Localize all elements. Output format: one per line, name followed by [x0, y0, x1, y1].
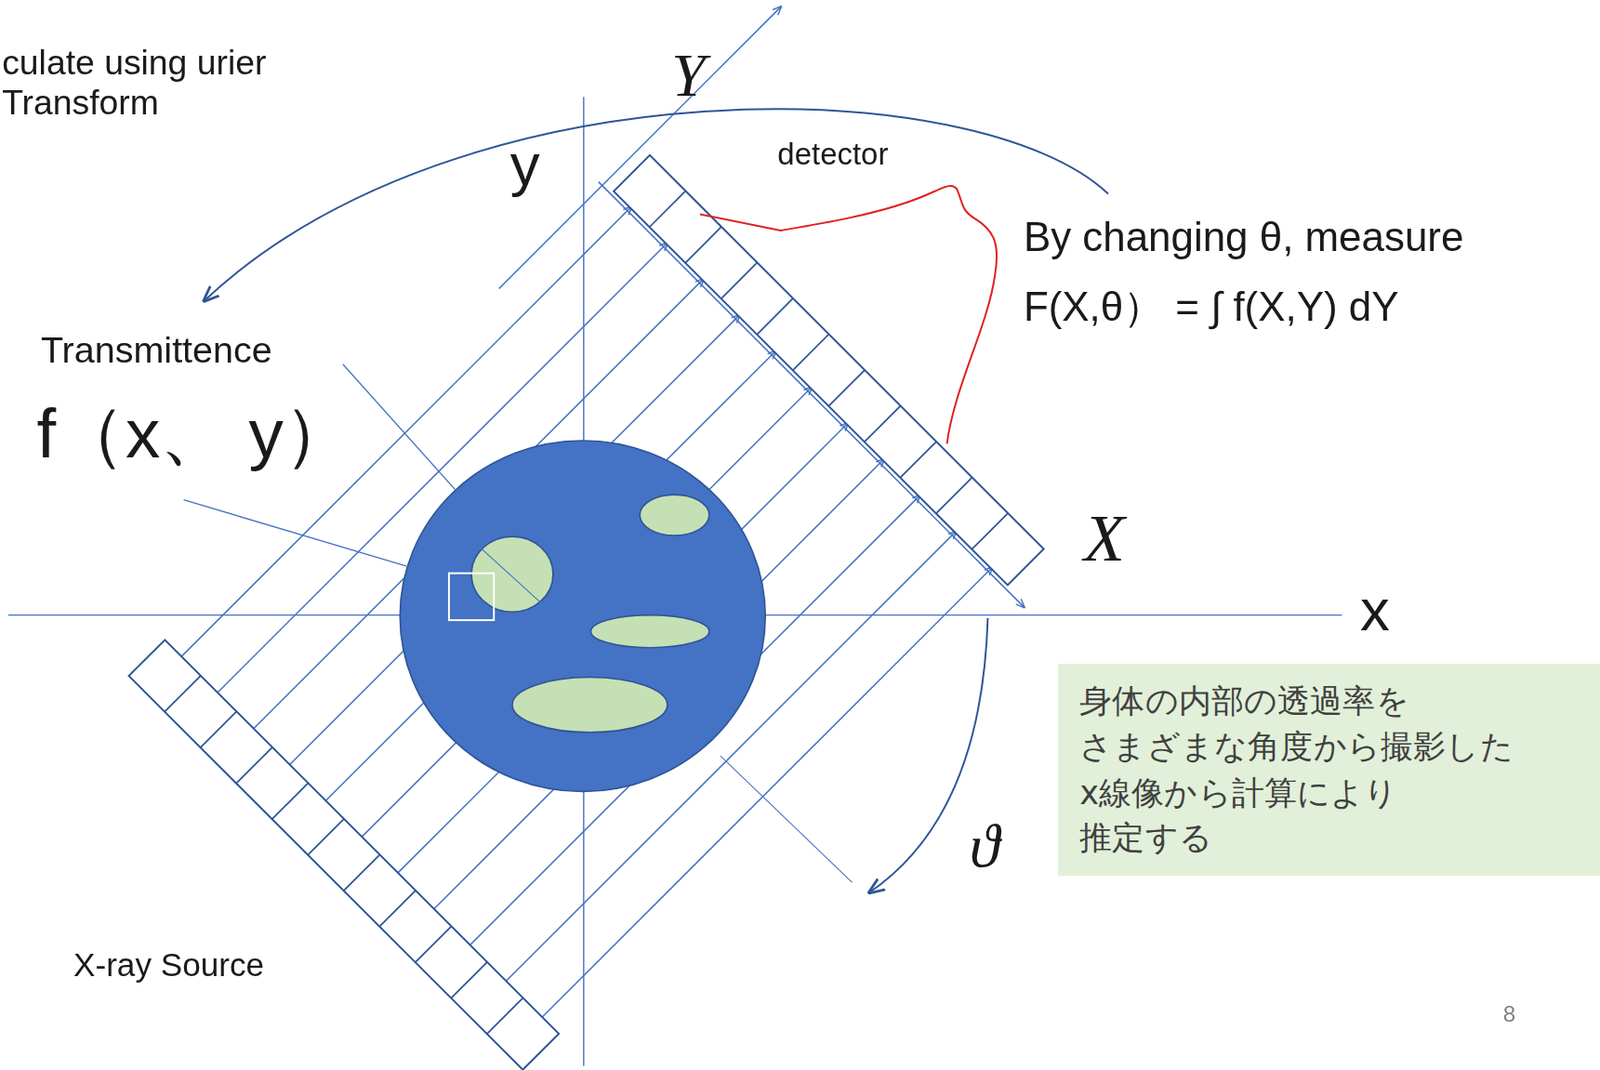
x-ray-beam	[325, 350, 776, 801]
organ	[591, 615, 710, 648]
array-cell-divider	[415, 925, 452, 963]
array-cell-divider	[828, 370, 865, 407]
function-label: f（x、 y）	[37, 392, 354, 473]
axis-label: X	[1084, 500, 1125, 578]
rotated-frame	[116, 2, 1204, 1070]
array-cell-divider	[971, 513, 1008, 550]
organ	[471, 536, 554, 612]
x-ray-beams	[181, 206, 992, 1018]
array-cell-divider	[272, 782, 309, 820]
leader-line	[343, 364, 456, 490]
array-cell-divider	[307, 819, 344, 856]
array-cell-divider	[164, 675, 201, 713]
axis-label: y	[510, 130, 541, 199]
array-cell-divider	[756, 298, 794, 335]
array-cell-divider	[864, 406, 901, 443]
ray-trace	[472, 541, 552, 613]
pixel-square	[449, 573, 494, 621]
array-cells	[164, 190, 1008, 1034]
array-cell-divider	[200, 711, 238, 748]
array-cell-divider	[649, 190, 687, 227]
axis-label: Y	[671, 40, 706, 112]
page-number: 8	[1503, 1001, 1516, 1028]
part-label: Transmittence	[40, 328, 273, 371]
array-cell-divider	[487, 997, 524, 1034]
organ	[639, 494, 710, 536]
array-cell-divider	[899, 441, 937, 478]
x-ray-beam	[361, 386, 812, 837]
part-label: detector	[777, 136, 888, 172]
leader-line	[184, 500, 407, 567]
array-cell-divider	[450, 962, 488, 999]
angle-label: ϑ	[969, 810, 1000, 882]
x-ray-beam	[397, 423, 848, 873]
x-ray-beam	[542, 567, 992, 1018]
formula-text: By changing θ, measure F(X,θ） = ∫ f(X,Y)…	[1023, 201, 1596, 341]
body-cross-section	[399, 440, 766, 792]
array-cell-divider	[793, 333, 830, 371]
rotated-y-axis	[499, 6, 781, 289]
note-box: 身体の内部の透過率を さまざまな角度から撮影した x線像から計算により 推定する	[1057, 663, 1600, 875]
array-cell-divider	[936, 477, 973, 515]
detector-array	[613, 155, 1045, 585]
organ	[512, 677, 668, 733]
array-cell-divider	[379, 890, 416, 927]
flow-arc	[204, 108, 1109, 301]
part-label: X-ray Source	[73, 946, 265, 984]
note-text: 身体の内部の透過率を さまざまな角度から撮影した x線像から計算により 推定する	[1079, 678, 1514, 862]
axis-label: x	[1360, 576, 1390, 645]
array-cell-divider	[236, 747, 273, 784]
detector-pointer	[700, 185, 997, 444]
array-cell-divider	[343, 854, 381, 891]
angle-guide	[720, 755, 853, 883]
array-cell-divider	[685, 226, 722, 264]
array-cell-divider	[721, 262, 758, 299]
note-text: culate using urier Transform	[1, 42, 288, 123]
